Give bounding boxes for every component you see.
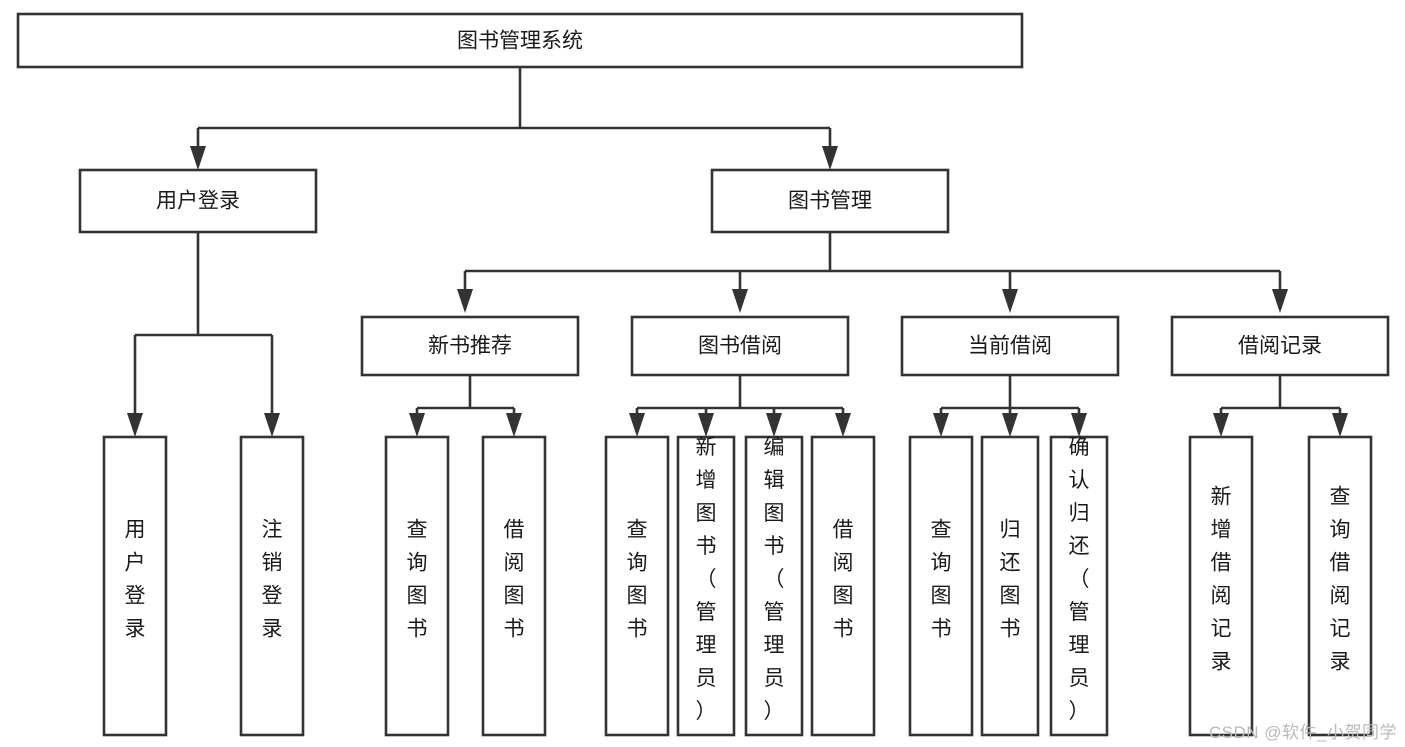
- node-leaf-user-login-label: 用户登录: [125, 519, 146, 641]
- node-user-login-box[interactable]: [78, 168, 318, 234]
- node-leaf-borrow-book-2[interactable]: 借阅图书: [810, 435, 876, 737]
- node-book-borrow[interactable]: 图书借阅: [630, 315, 850, 377]
- node-leaf-query-record[interactable]: 查询借阅记录: [1307, 435, 1373, 737]
- node-user-login[interactable]: 用户登录: [78, 168, 318, 234]
- node-leaf-query-book-1[interactable]: 查询图书: [384, 435, 450, 737]
- connector-group-current-borrow: [933, 375, 1087, 437]
- arrow-head-leaf-borrow-book-1: [506, 413, 522, 437]
- arrow-head-leaf-query-book-1: [409, 413, 425, 437]
- node-leaf-query-record-label: 查询借阅记录: [1330, 486, 1351, 674]
- arrow-head-borrow-record: [1272, 289, 1288, 313]
- connector-group-borrow-record: [1213, 375, 1348, 437]
- node-leaf-edit-book[interactable]: 编辑图书（管理员）: [744, 435, 804, 737]
- node-new-book-rec[interactable]: 新书推荐: [360, 315, 580, 377]
- node-leaf-add-book-box[interactable]: [676, 435, 736, 737]
- node-leaf-logout-label: 注销登录: [262, 519, 283, 641]
- node-leaf-query-book-2[interactable]: 查询图书: [604, 435, 670, 737]
- node-leaf-edit-book-box[interactable]: [744, 435, 804, 737]
- connector-group-user-login: [127, 232, 280, 437]
- node-leaf-borrow-book-1-label: 借阅图书: [504, 519, 525, 641]
- node-leaf-confirm-return-label: 确认归还（管理员）: [1069, 436, 1090, 723]
- node-book-manage-label: 图书管理: [788, 190, 872, 213]
- node-book-borrow-label: 图书借阅: [698, 335, 782, 358]
- node-current-borrow-label: 当前借阅: [968, 335, 1052, 358]
- node-leaf-edit-book-label: 编辑图书（管理员）: [764, 436, 785, 723]
- node-borrow-record-label: 借阅记录: [1238, 335, 1322, 358]
- node-leaf-add-book-label: 新增图书（管理员）: [696, 436, 717, 723]
- node-leaf-user-login[interactable]: 用户登录: [102, 435, 168, 737]
- node-leaf-borrow-book-1-box[interactable]: [481, 435, 547, 737]
- node-leaf-add-book[interactable]: 新增图书（管理员）: [676, 435, 736, 737]
- node-book-borrow-box[interactable]: [630, 315, 850, 377]
- node-root-box[interactable]: [16, 12, 1024, 69]
- node-current-borrow[interactable]: 当前借阅: [900, 315, 1120, 377]
- connector-group-root: [190, 67, 838, 170]
- node-leaf-query-book-1-label: 查询图书: [407, 519, 428, 641]
- arrow-head-leaf-add-book: [698, 413, 714, 437]
- node-book-manage[interactable]: 图书管理: [710, 168, 950, 234]
- arrow-head-leaf-return-book: [1002, 413, 1018, 437]
- arrow-head-book-manage: [822, 146, 838, 170]
- connector-group-book-borrow: [629, 375, 851, 437]
- arrow-head-leaf-query-book-3: [933, 413, 949, 437]
- node-leaf-return-book[interactable]: 归还图书: [980, 435, 1040, 737]
- node-leaf-borrow-book-2-box[interactable]: [810, 435, 876, 737]
- node-borrow-record[interactable]: 借阅记录: [1170, 315, 1390, 377]
- node-user-login-label: 用户登录: [156, 190, 240, 213]
- node-leaf-borrow-book-1[interactable]: 借阅图书: [481, 435, 547, 737]
- connector-group-new-book-rec: [409, 375, 522, 437]
- node-leaf-query-book-2-label: 查询图书: [627, 519, 648, 641]
- node-leaf-logout-box[interactable]: [239, 435, 305, 737]
- node-leaf-return-book-box[interactable]: [980, 435, 1040, 737]
- arrow-head-leaf-logout: [264, 413, 280, 437]
- arrow-head-leaf-query-record: [1332, 413, 1348, 437]
- node-leaf-query-book-3[interactable]: 查询图书: [908, 435, 974, 737]
- node-current-borrow-box[interactable]: [900, 315, 1120, 377]
- node-borrow-record-box[interactable]: [1170, 315, 1390, 377]
- arrow-head-leaf-confirm-return: [1071, 413, 1087, 437]
- node-leaf-add-record-label: 新增借阅记录: [1211, 486, 1232, 674]
- node-leaf-return-book-label: 归还图书: [1000, 519, 1021, 641]
- arrow-head-leaf-add-record: [1213, 413, 1229, 437]
- node-leaf-query-book-3-box[interactable]: [908, 435, 974, 737]
- connector-group-book-manage: [457, 232, 1288, 313]
- node-leaf-borrow-book-2-label: 借阅图书: [833, 519, 854, 641]
- node-leaf-query-book-2-box[interactable]: [604, 435, 670, 737]
- arrow-head-book-borrow: [732, 289, 748, 313]
- node-book-manage-box[interactable]: [710, 168, 950, 234]
- node-leaf-confirm-return[interactable]: 确认归还（管理员）: [1049, 435, 1109, 737]
- node-root[interactable]: 图书管理系统: [16, 12, 1024, 69]
- node-leaf-logout[interactable]: 注销登录: [239, 435, 305, 737]
- node-new-book-rec-label: 新书推荐: [428, 335, 512, 358]
- node-new-book-rec-box[interactable]: [360, 315, 580, 377]
- arrow-head-leaf-edit-book: [766, 413, 782, 437]
- node-leaf-query-record-box[interactable]: [1307, 435, 1373, 737]
- arrow-head-user-login: [190, 146, 206, 170]
- arrow-head-leaf-borrow-book-2: [835, 413, 851, 437]
- node-leaf-user-login-box[interactable]: [102, 435, 168, 737]
- node-leaf-add-record-box[interactable]: [1188, 435, 1254, 737]
- node-leaf-query-book-1-box[interactable]: [384, 435, 450, 737]
- node-leaf-confirm-return-box[interactable]: [1049, 435, 1109, 737]
- arrow-head-new-book-rec: [457, 289, 473, 313]
- node-leaf-query-book-3-label: 查询图书: [931, 519, 952, 641]
- arrow-head-current-borrow: [1002, 289, 1018, 313]
- arrow-head-leaf-query-book-2: [629, 413, 645, 437]
- node-root-label: 图书管理系统: [457, 30, 583, 53]
- arrow-head-leaf-user-login: [127, 413, 143, 437]
- node-leaf-add-record[interactable]: 新增借阅记录: [1188, 435, 1254, 737]
